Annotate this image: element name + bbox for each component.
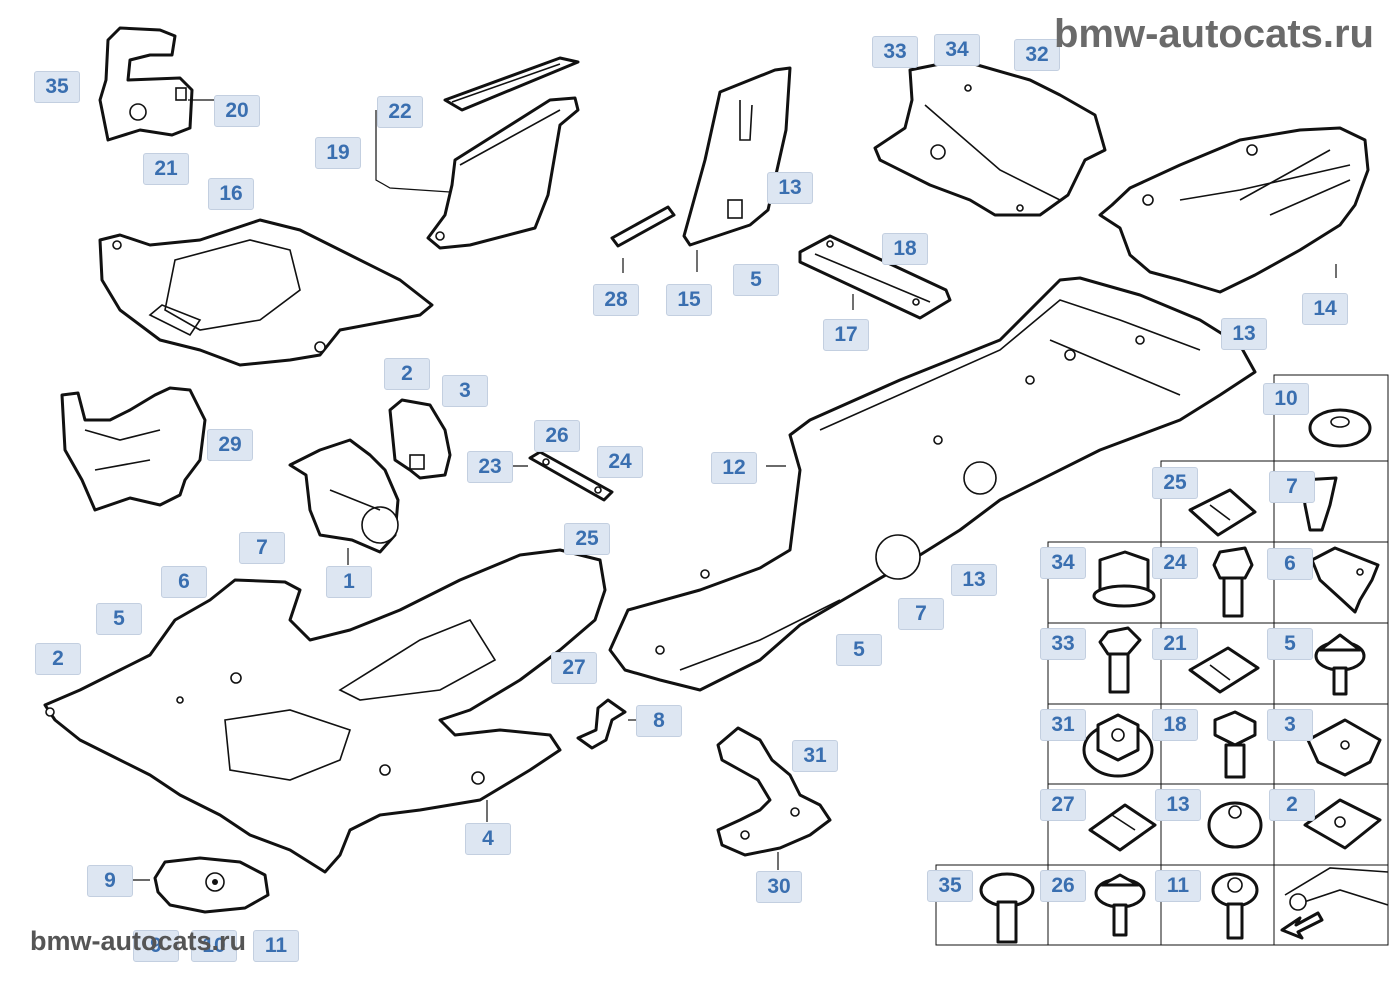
- part-callout-26: 26: [534, 420, 580, 452]
- part-callout-29: 29: [207, 429, 253, 461]
- part-callout-26: 26: [1040, 870, 1086, 902]
- mount-part-9: [132, 856, 270, 914]
- part-callout-5: 5: [96, 603, 142, 635]
- part-callout-25: 25: [1152, 467, 1198, 499]
- watermark-top: bmw-autocats.ru: [1053, 12, 1374, 56]
- part-callout-2: 2: [384, 358, 430, 390]
- part-callout-28: 28: [593, 284, 639, 316]
- part-callout-33: 33: [1040, 628, 1086, 660]
- cover-part-29: [60, 386, 207, 512]
- bracket-part-15: [682, 66, 792, 272]
- part-callout-19: 19: [315, 137, 361, 169]
- part-callout-13: 13: [1221, 318, 1267, 350]
- part-callout-7: 7: [239, 532, 285, 564]
- part-callout-21: 21: [143, 153, 189, 185]
- shield-part-14: [1098, 126, 1370, 294]
- part-callout-3: 3: [442, 375, 488, 407]
- part-callout-21: 21: [1152, 628, 1198, 660]
- part-callout-2: 2: [1269, 789, 1315, 821]
- part-callout-13: 13: [951, 564, 997, 596]
- part-callout-34: 34: [1040, 547, 1086, 579]
- part-callout-17: 17: [823, 319, 869, 351]
- fastener-table: [935, 374, 1389, 946]
- part-callout-31: 31: [1040, 709, 1086, 741]
- bracket-part-20: [98, 26, 214, 142]
- part-callout-7: 7: [1269, 471, 1315, 503]
- part-callout-10: 10: [191, 930, 237, 962]
- underbody-panel-part-4: [43, 548, 607, 874]
- part-callout-27: 27: [551, 652, 597, 684]
- part-callout-6: 6: [1267, 548, 1313, 580]
- part-callout-10: 10: [1263, 383, 1309, 415]
- part-callout-8: 8: [636, 705, 682, 737]
- part-callout-27: 27: [1040, 789, 1086, 821]
- part-callout-12: 12: [711, 452, 757, 484]
- plate-part-17: [798, 234, 952, 320]
- part-callout-34: 34: [934, 34, 980, 66]
- part-callout-5: 5: [836, 634, 882, 666]
- part-callout-14: 14: [1302, 293, 1348, 325]
- part-callout-4: 4: [465, 823, 511, 855]
- part-callout-16: 16: [208, 178, 254, 210]
- shield-part-32: [873, 58, 1107, 217]
- part-callout-9: 9: [87, 865, 133, 897]
- part-callout-3: 3: [1267, 709, 1313, 741]
- part-callout-24: 24: [1152, 547, 1198, 579]
- part-callout-31: 31: [792, 740, 838, 772]
- part-callout-15: 15: [666, 284, 712, 316]
- part-callout-11: 11: [1155, 870, 1201, 902]
- part-callout-1: 1: [326, 566, 372, 598]
- part-callout-7: 7: [898, 598, 944, 630]
- part-callout-35: 35: [927, 870, 973, 902]
- part-callout-5: 5: [1267, 628, 1313, 660]
- part-callout-5: 5: [733, 264, 779, 296]
- part-callout-20: 20: [214, 95, 260, 127]
- part-callout-13: 13: [1155, 789, 1201, 821]
- part-callout-9: 9: [133, 930, 179, 962]
- air-duct-part-19: [375, 56, 580, 250]
- part-callout-32: 32: [1014, 39, 1060, 71]
- bracket-part-30: [716, 726, 832, 870]
- part-callout-18: 18: [882, 233, 928, 265]
- part-callout-13: 13: [767, 172, 813, 204]
- bracket-part-1: [288, 438, 400, 565]
- bracket-part-23: [510, 450, 614, 502]
- part-callout-24: 24: [597, 446, 643, 478]
- part-callout-23: 23: [467, 451, 513, 483]
- part-callout-25: 25: [564, 523, 610, 555]
- part-callout-2: 2: [35, 643, 81, 675]
- shield-part-16: [98, 218, 434, 367]
- part-callout-35: 35: [34, 71, 80, 103]
- strip-part-28: [610, 205, 676, 273]
- part-callout-22: 22: [377, 96, 423, 128]
- clip-part-8: [576, 698, 640, 750]
- part-callout-33: 33: [872, 36, 918, 68]
- watermark-bottom: bmw-autocats.ru: [30, 926, 247, 956]
- part-callout-11: 11: [253, 930, 299, 962]
- part-callout-6: 6: [161, 566, 207, 598]
- part-callout-30: 30: [756, 871, 802, 903]
- part-callout-18: 18: [1152, 709, 1198, 741]
- bracket-part-3: [388, 398, 452, 480]
